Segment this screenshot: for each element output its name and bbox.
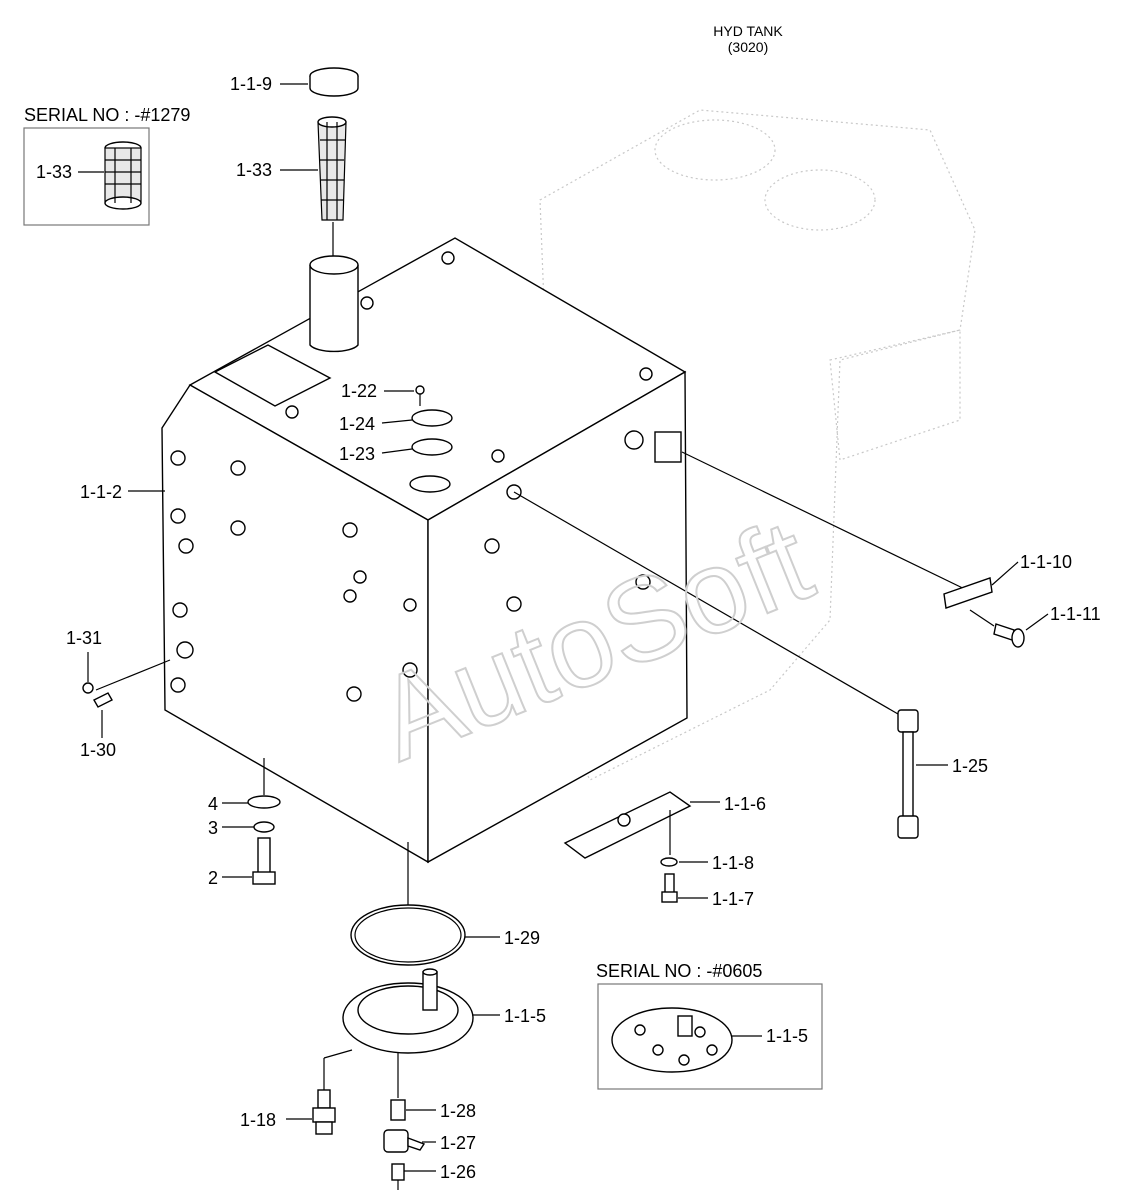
- washer-icon: [247, 795, 281, 809]
- hose-fitting-icon: [312, 1089, 336, 1135]
- label-1-1-2: 1-1-2: [80, 482, 122, 502]
- plug-icon: [82, 682, 94, 694]
- inset-frame: [23, 127, 150, 226]
- spring-washer-icon: [253, 821, 275, 833]
- drain-cock-icon: [383, 1129, 426, 1153]
- assembly-title: HYD TANK: [713, 23, 783, 39]
- inset-part-label: 1-33: [36, 162, 72, 182]
- label-1-31: 1-31: [66, 628, 102, 648]
- label-1-1-9: 1-1-9: [230, 74, 272, 94]
- inset-frame: [597, 983, 823, 1090]
- label-1-28: 1-28: [440, 1101, 476, 1121]
- label-1-24: 1-24: [339, 414, 375, 434]
- label-1-26: 1-26: [440, 1162, 476, 1182]
- inset-title: SERIAL NO : -#1279: [24, 105, 190, 125]
- label-1-29: 1-29: [504, 928, 540, 948]
- label-1-22: 1-22: [341, 381, 377, 401]
- label-1-30: 1-30: [80, 740, 116, 760]
- label-1-18: 1-18: [240, 1110, 276, 1130]
- breather-fitting-icon: [409, 385, 453, 493]
- strainer-small-icon: [104, 141, 142, 210]
- assembly-code: (3020): [728, 39, 768, 55]
- inset-serial-1279: SERIAL NO : -#1279 1-33: [23, 105, 190, 226]
- label-1-33: 1-33: [236, 160, 272, 180]
- inset-title: SERIAL NO : -#0605: [596, 961, 762, 981]
- bolt-icon: [661, 873, 678, 903]
- level-gauge-icon: [897, 709, 919, 839]
- label-1-1-6: 1-1-6: [724, 794, 766, 814]
- hydraulic-tank-body: [161, 237, 688, 864]
- label-1-1-10: 1-1-10: [1020, 552, 1072, 572]
- adapter-icon: [390, 1099, 406, 1121]
- bolt-icon: [252, 837, 276, 885]
- drain-cover-alt-icon: [611, 1007, 733, 1073]
- label-1-27: 1-27: [440, 1133, 476, 1153]
- cap-icon: [309, 67, 359, 97]
- nipple-icon: [93, 692, 113, 708]
- label-2: 2: [208, 868, 218, 888]
- inset-serial-0605: SERIAL NO : -#0605 1-1-5: [596, 961, 823, 1090]
- drain-cover-icon: [342, 968, 474, 1054]
- bolt-icon: [993, 623, 1025, 648]
- plug-icon: [391, 1163, 405, 1190]
- label-4: 4: [208, 794, 218, 814]
- label-1-1-11: 1-1-11: [1050, 604, 1101, 624]
- label-3: 3: [208, 818, 218, 838]
- label-1-1-8: 1-1-8: [712, 853, 754, 873]
- label-1-1-5: 1-1-5: [504, 1006, 546, 1026]
- background-ghost-assembly: [539, 109, 976, 781]
- strainer-icon: [317, 116, 347, 221]
- label-1-23: 1-23: [339, 444, 375, 464]
- washer-icon: [660, 857, 678, 867]
- label-1-1-7: 1-1-7: [712, 889, 754, 909]
- inset-part-label: 1-1-5: [766, 1026, 808, 1046]
- o-ring-icon: [350, 904, 466, 966]
- label-1-25: 1-25: [952, 756, 988, 776]
